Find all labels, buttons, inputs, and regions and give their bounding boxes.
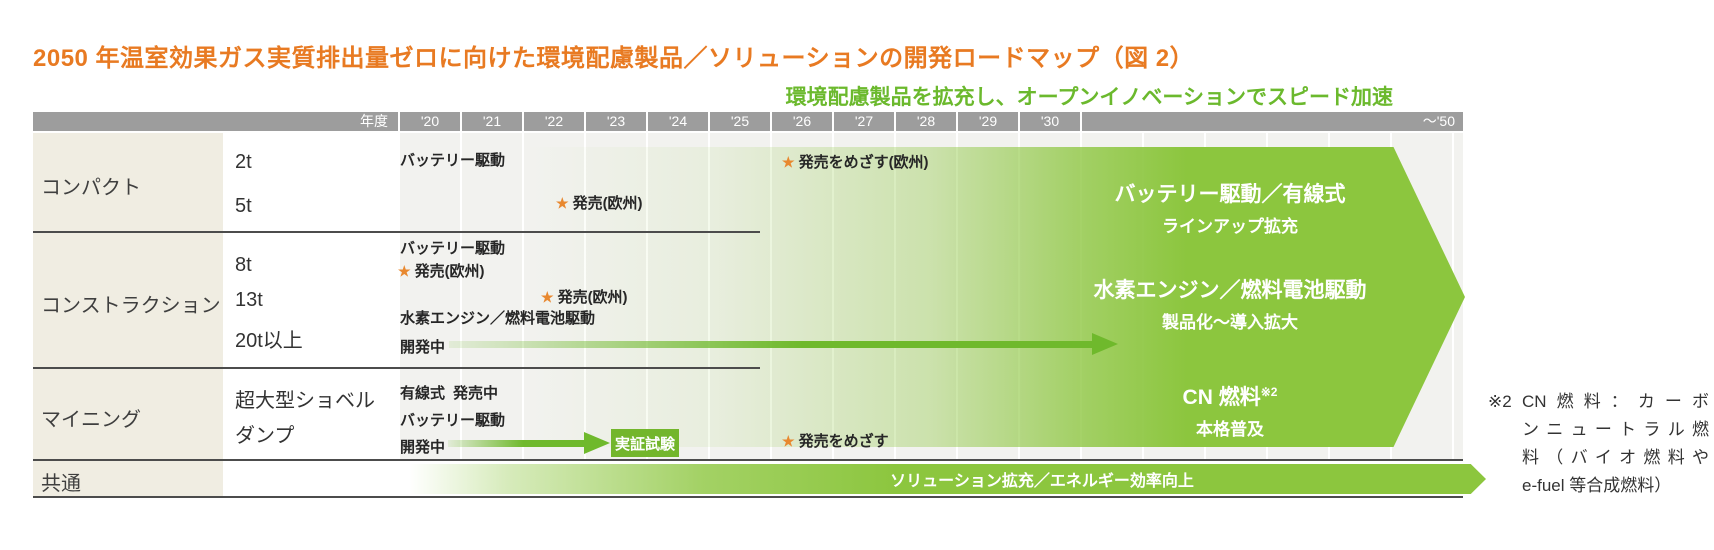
year-cell: '28 xyxy=(894,112,956,131)
milestone-label: 発売をめざす xyxy=(798,433,889,450)
arrow-block-battery-wired: バッテリー駆動／有線式 ラインアップ拡充 xyxy=(970,178,1465,237)
star-icon: ★ xyxy=(541,289,554,305)
construction-battery-label: バッテリー駆動 xyxy=(400,240,506,257)
timeline-header: 年度 '20 '21 '22 '23 '24 '25 '26 '27 '28 '… xyxy=(33,112,1463,131)
category-mining: マイニング xyxy=(41,409,141,431)
arrow-block-cn-fuel: CN 燃料※2 本格普及 xyxy=(970,381,1465,440)
mining-wired-label: 有線式 xyxy=(400,385,446,402)
page-subtitle: 環境配慮製品を拡充し、オープンイノベーションでスピード加速 xyxy=(785,86,1393,109)
common-solution-bar: ソリューション拡充／エネルギー効率向上 xyxy=(398,464,1486,494)
row-separator xyxy=(33,367,760,369)
compact-aim-launch-eu-milestone: ★発売をめざす(欧州) xyxy=(782,151,929,172)
year-cell: '22 xyxy=(522,112,584,131)
category-column-background xyxy=(33,133,223,497)
row-separator xyxy=(33,459,1463,461)
arrow-block-hydrogen: 水素エンジン／燃料電池駆動 製品化～導入拡大 xyxy=(970,274,1465,333)
subcategory-20t-plus: 20t以上 xyxy=(235,330,303,352)
milestone-label: 発売(欧州) xyxy=(557,289,628,306)
mining-in-development-label: 開発中 xyxy=(400,439,446,456)
footnote-line: 料（バイオ燃料や xyxy=(1522,448,1709,467)
development-arrow-shaft xyxy=(449,341,1092,348)
mining-on-sale-label: 発売中 xyxy=(453,385,499,402)
compact-launch-eu-milestone: ★発売(欧州) xyxy=(556,192,643,213)
milestone-label: 発売(欧州) xyxy=(414,263,485,280)
compact-battery-label: バッテリー駆動 xyxy=(400,152,506,169)
year-cell: '25 xyxy=(708,112,770,131)
year-axis-label: 年度 xyxy=(360,113,388,129)
subcategory-ultra-large-shovel: 超大型ショベル xyxy=(235,390,375,412)
development-arrow-head xyxy=(1092,333,1118,355)
subcategory-2t: 2t xyxy=(235,151,252,173)
demo-test-badge: 実証試験 xyxy=(611,429,679,457)
common-solution-bar-label: ソリューション拡充／エネルギー効率向上 xyxy=(890,473,1194,490)
mining-aim-launch-milestone: ★発売をめざす xyxy=(782,430,889,451)
category-common: 共通 xyxy=(41,473,81,495)
arrow-block-title: 水素エンジン／燃料電池駆動 xyxy=(1093,279,1367,302)
year-cell-end: ～'50 xyxy=(1080,112,1463,131)
development-arrow-shaft xyxy=(448,440,585,447)
mining-battery-label: バッテリー駆動 xyxy=(400,412,506,429)
row-separator xyxy=(33,231,760,233)
footnote-marker: ※2 xyxy=(1488,392,1512,411)
page-title: 2050 年温室効果ガス実質排出量ゼロに向けた環境配慮製品／ソリューションの開発… xyxy=(33,45,1195,72)
cn-fuel-label: CN 燃料 xyxy=(1182,386,1261,409)
arrow-block-title: CN 燃料※2 xyxy=(970,381,1465,411)
star-icon: ★ xyxy=(556,195,569,211)
development-arrow-head xyxy=(584,432,610,454)
year-cell: '20 xyxy=(398,112,460,131)
subcategory-13t: 13t xyxy=(235,289,263,311)
category-construction: コンストラクション xyxy=(41,295,221,317)
footnote-text: CN燃料：カーボ xyxy=(1522,392,1709,411)
footnote-line: ンニュートラル燃 xyxy=(1522,420,1709,439)
star-icon: ★ xyxy=(398,263,411,279)
construction-launch-eu-2023-milestone: ★発売(欧州) xyxy=(541,286,628,307)
milestone-label: 発売(欧州) xyxy=(572,195,643,212)
year-cell: '29 xyxy=(956,112,1018,131)
arrow-block-subtitle: 本格普及 xyxy=(1196,420,1264,439)
future-roadmap-arrow: バッテリー駆動／有線式 ラインアップ拡充 水素エンジン／燃料電池駆動 製品化～導… xyxy=(398,147,1465,447)
subcategory-dump: ダンプ xyxy=(235,425,295,447)
row-separator xyxy=(33,496,1463,498)
year-cell: '26 xyxy=(770,112,832,131)
footnote-ref: ※2 xyxy=(1260,385,1278,399)
construction-in-development-label: 開発中 xyxy=(400,339,446,356)
year-cell: '27 xyxy=(832,112,894,131)
subcategory-5t: 5t xyxy=(235,195,252,217)
footnote-line: e-fuel 等合成燃料） xyxy=(1522,476,1672,495)
year-cell: '24 xyxy=(646,112,708,131)
construction-hydrogen-label: 水素エンジン／燃料電池駆動 xyxy=(400,310,596,327)
arrow-block-title: バッテリー駆動／有線式 xyxy=(1114,183,1346,206)
year-cell: '30 xyxy=(1018,112,1080,131)
construction-launch-eu-2020-milestone: ★発売(欧州) xyxy=(398,260,485,281)
star-icon: ★ xyxy=(782,433,795,449)
arrow-block-subtitle: 製品化～導入拡大 xyxy=(1162,313,1298,332)
subcategory-8t: 8t xyxy=(235,254,252,276)
year-cell: '21 xyxy=(460,112,522,131)
subcategory-column-background xyxy=(223,133,398,497)
star-icon: ★ xyxy=(782,154,795,170)
milestone-label: 発売をめざす(欧州) xyxy=(798,154,929,171)
footnote-line: ※2 CN燃料：カーボ xyxy=(1488,388,1709,416)
year-cell: '23 xyxy=(584,112,646,131)
arrow-block-subtitle: ラインアップ拡充 xyxy=(1162,217,1298,236)
footnote-cn-fuel: ※2 CN燃料：カーボ ンニュートラル燃 料（バイオ燃料や e-fuel 等合成… xyxy=(1488,388,1709,500)
category-compact: コンパクト xyxy=(41,177,141,199)
